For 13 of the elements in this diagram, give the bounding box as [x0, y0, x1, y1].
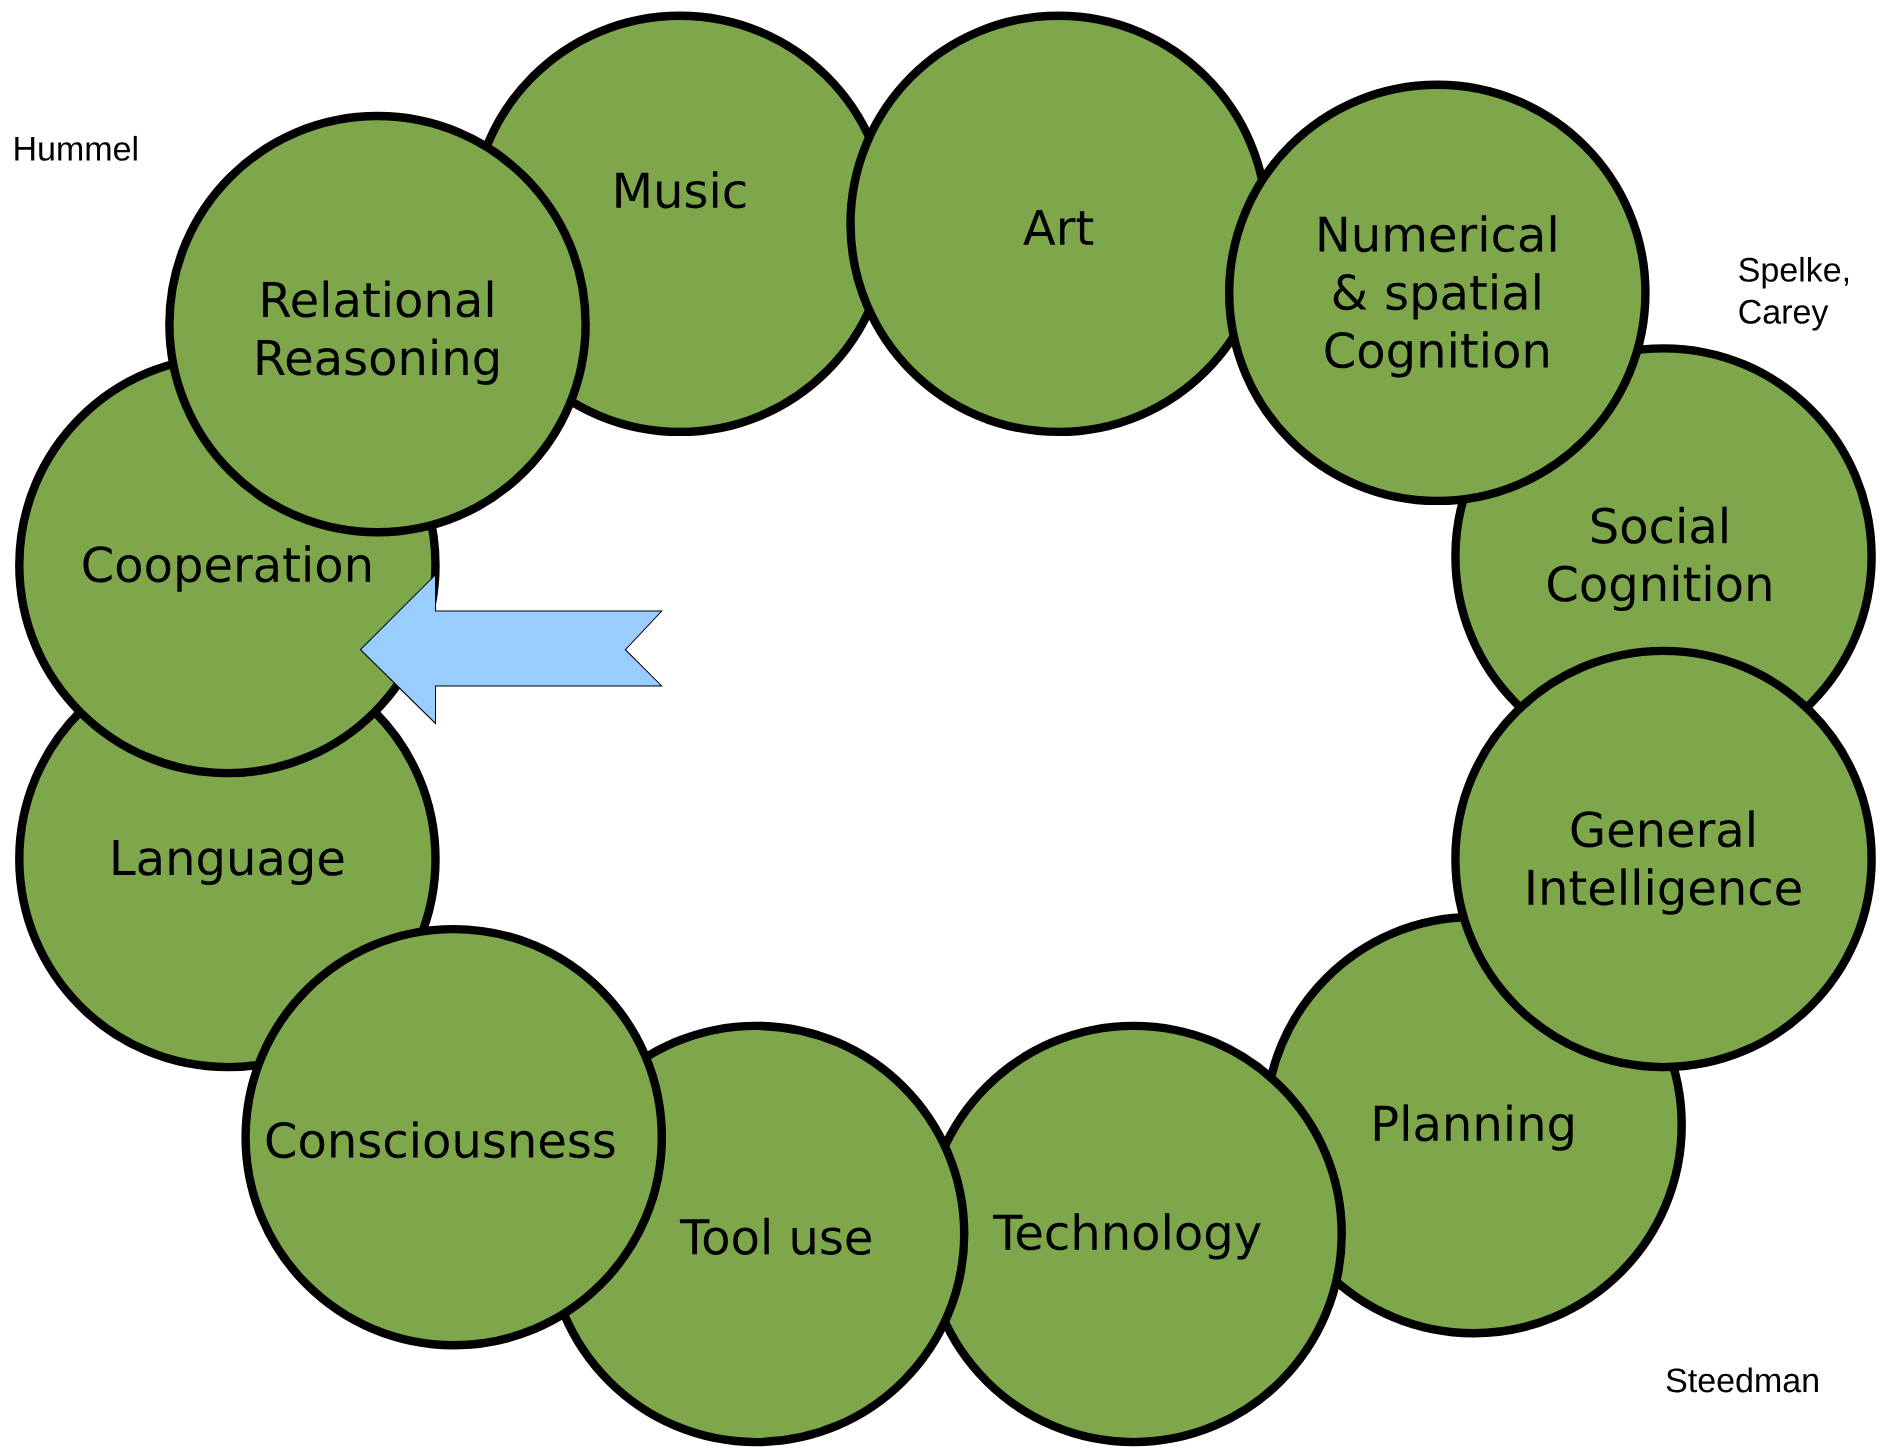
node-label: Tool use: [679, 1217, 871, 1255]
node-label: Social Cognition: [1548, 506, 1771, 612]
author-name: Spelke, Carey: [1739, 256, 1849, 331]
block-arrow: [360, 574, 663, 724]
node-label: General Intelligence: [1528, 810, 1801, 915]
circle-node: Numerical & spatial Cognition: [1225, 80, 1650, 506]
circle-node: General Intelligence: [1451, 646, 1876, 1072]
author-name: Steedman: [1666, 1367, 1818, 1393]
author-name: Hummel: [15, 135, 137, 161]
circle-node: Relational Reasoning: [165, 111, 590, 537]
circle-node: Consciousness: [241, 924, 666, 1350]
node-label: Consciousness: [266, 1121, 615, 1159]
circle-node: Technology: [921, 1021, 1346, 1447]
